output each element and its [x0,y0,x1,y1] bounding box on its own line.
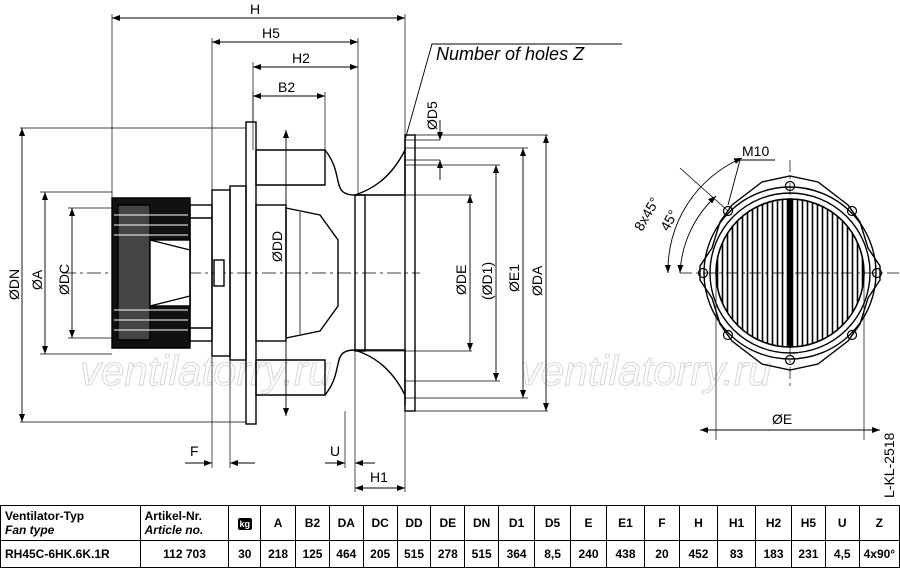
col-header-H5: H5 [791,505,826,541]
dim-label-DD: ØDD [269,231,285,262]
dim-label-thread: M10 [742,143,769,159]
article-header-en: Article no. [144,523,204,537]
type-header: Ventilator-Typ Fan type [0,505,141,541]
col-header-E: E [570,505,607,541]
dim-label-DN: ØDN [6,269,22,300]
value-DE: 278 [430,540,466,568]
col-header-U: U [824,505,860,541]
col-header-E1: E1 [605,505,646,541]
col-header-DC: DC [362,505,398,541]
note-number-of-holes: Number of holes Z [436,44,585,64]
col-header-D5: D5 [534,505,572,541]
dim-label-F: F [190,443,199,459]
value-H2: 183 [755,540,792,568]
fan-type-value: RH45C-6HK.6K.1R [0,540,141,568]
watermark-left: ventilatorry.ru [80,347,331,394]
col-header-DD: DD [396,505,432,541]
value-E1: 438 [605,540,646,568]
watermark-right: ventilatorry.ru [520,347,771,394]
value-D5: 8,5 [534,540,572,568]
technical-drawing: ventilatorry.ru ventilatorry.ru [6,1,900,498]
col-header-Z: Z [858,505,900,541]
dim-label-DE: ØDE [453,265,469,295]
dim-label-U: U [330,443,340,459]
value-DA: 464 [328,540,364,568]
side-view [19,14,622,492]
dim-label-D5: ØD5 [424,101,440,130]
col-header-B2: B2 [295,505,330,541]
value-DN: 515 [464,540,500,568]
dim-label-A: ØA [29,269,45,290]
value-Z: 4x90° [858,540,900,568]
dim-label-H1: H1 [370,469,388,485]
col-header-F: F [644,505,680,541]
col-header-H: H [678,505,718,541]
drawing-number: L-KL-2518 [881,432,897,498]
dim-label-H5: H5 [262,25,280,41]
dim-label-H: H [250,1,260,17]
dim-label-angle: 45° [657,207,681,233]
dim-label-DA: ØDA [529,265,545,296]
dim-label-holes: 8x45° [631,194,663,233]
dim-label-E1: ØE1 [506,264,522,292]
col-header-H1: H1 [716,505,757,541]
col-header-DA: DA [328,505,364,541]
value-H: 452 [678,540,718,568]
article-no-value: 112 703 [139,540,230,568]
value-B2: 125 [295,540,330,568]
type-header-en: Fan type [5,523,55,537]
value-H1: 83 [716,540,757,568]
col-header-D1: D1 [498,505,536,541]
value-A: 218 [260,540,297,568]
col-header-H2: H2 [755,505,792,541]
spec-table-row: RH45C-6HK.6K.1R 112 703 30 218 125 464 2… [0,540,900,568]
weight-icon: kg [237,518,253,530]
col-header-DN: DN [464,505,500,541]
spec-table-header-row: Ventilator-Typ Fan type Artikel-Nr. Arti… [0,505,900,541]
article-header: Artikel-Nr. Article no. [139,505,230,541]
value-E: 240 [570,540,607,568]
dim-label-H2: H2 [292,50,310,66]
dim-label-B2: B2 [278,79,295,95]
value-DC: 205 [362,540,398,568]
dim-label-E: ØE [772,411,792,427]
col-header-DE: DE [430,505,466,541]
value-H5: 231 [791,540,826,568]
dim-label-D1: (ØD1) [479,262,495,300]
value-U: 4,5 [824,540,860,568]
front-view [664,157,900,440]
article-header-de: Artikel-Nr. [144,509,202,523]
value-DD: 515 [396,540,432,568]
value-F: 20 [644,540,680,568]
type-header-de: Ventilator-Typ [5,509,85,523]
weight-header: kg [228,505,262,541]
col-header-A: A [260,505,297,541]
spec-table: Ventilator-Typ Fan type Artikel-Nr. Arti… [0,505,900,568]
value-D1: 364 [498,540,536,568]
weight-value: 30 [228,540,262,568]
side-view-labels: H H5 H2 B2 Number of holes Z ØD5 ØDN ØA … [6,1,585,485]
dim-label-DC: ØDC [56,264,72,295]
